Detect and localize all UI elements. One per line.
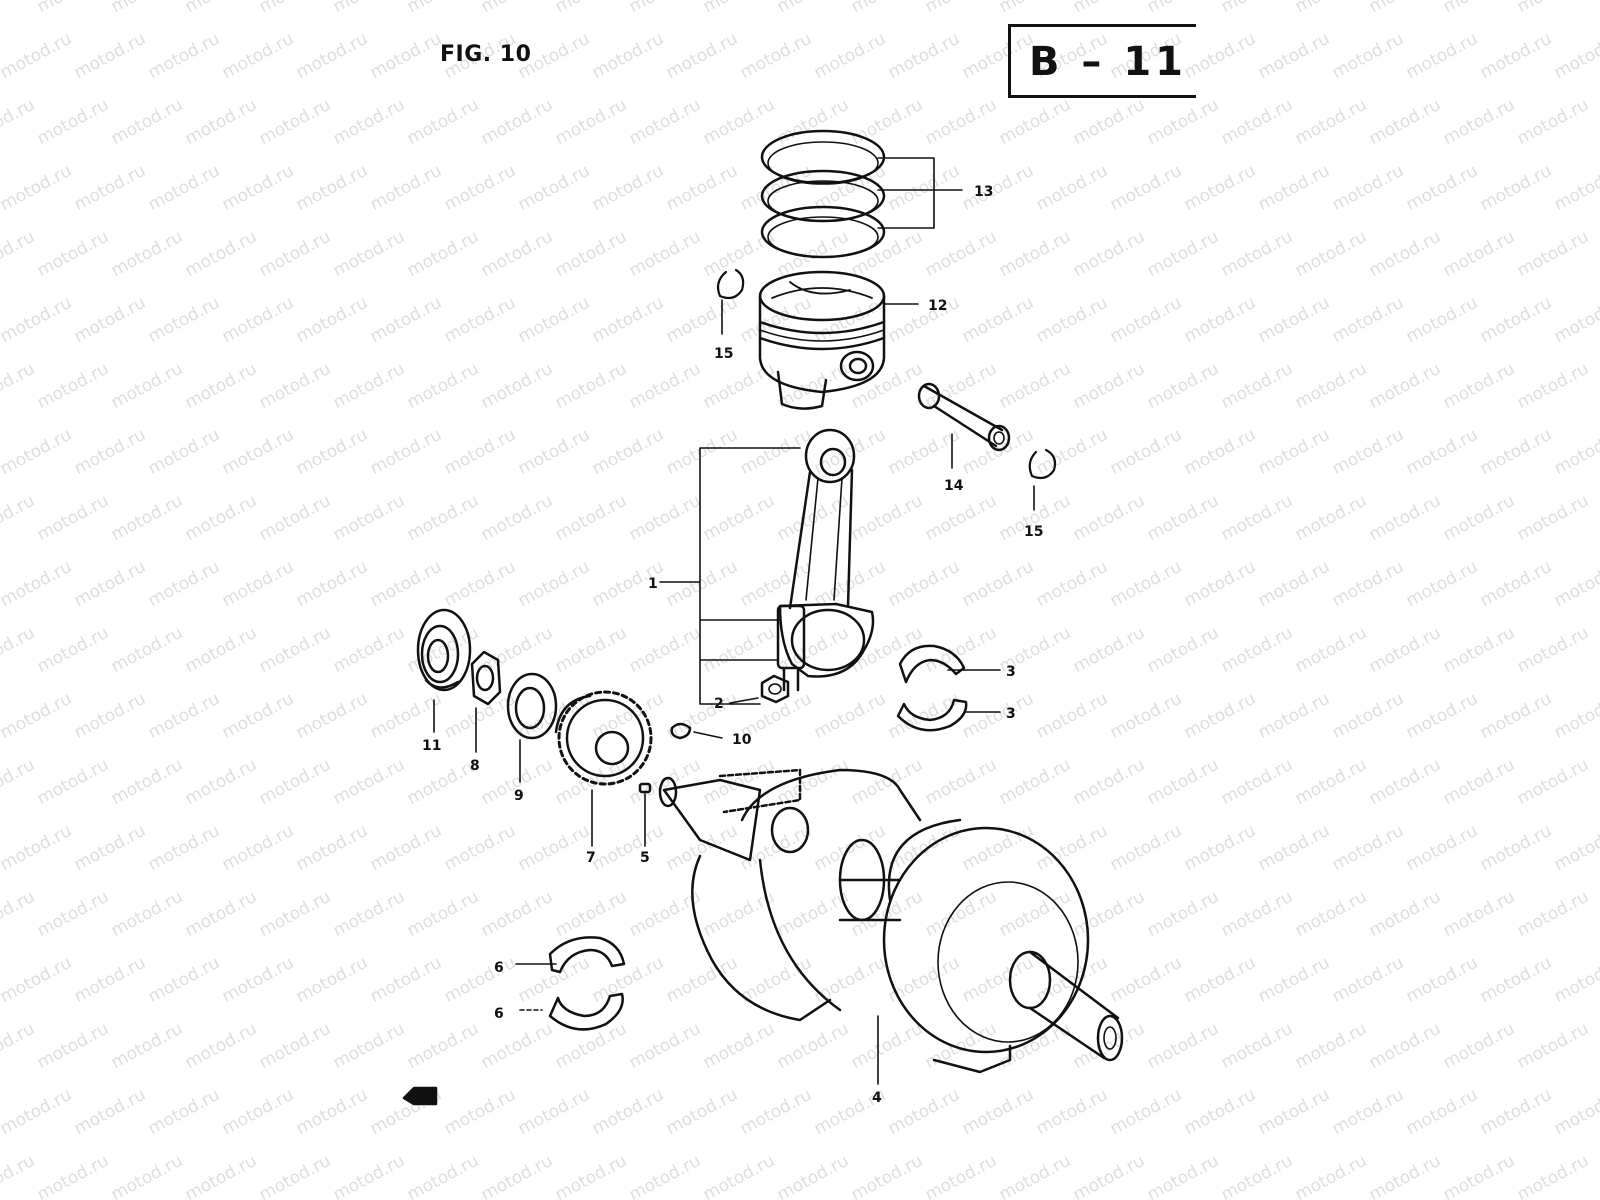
callout-1: 1 [648,576,658,592]
leader-lines [433,157,1035,1085]
callout-3-lower: 3 [1006,706,1016,722]
callout-5: 5 [640,850,650,866]
callout-15-lower: 15 [1024,524,1043,540]
callout-14: 14 [944,478,964,494]
callout-6-upper: 6 [494,960,504,976]
woodruff-key [670,722,692,740]
oil-seal [416,608,472,692]
piston-rings [760,129,886,259]
callout-8: 8 [470,758,480,774]
connecting-rod [776,428,875,692]
callout-12: 12 [928,298,947,314]
callout-7: 7 [586,850,596,866]
main-bearings [548,936,626,1031]
callout-10: 10 [732,732,752,748]
callout-9: 9 [514,788,524,804]
page-code-box: B – 11 [1008,24,1196,98]
circlip-upper [716,268,745,300]
conrod-bearings [896,644,968,732]
figure-label: FIG. 10 [440,42,532,67]
callout-3-upper: 3 [1006,664,1016,680]
crank-nut [470,650,502,706]
circlip-lower [1028,448,1057,480]
piston [758,270,886,410]
dowel-pin [638,782,652,794]
callout-numbers: 13 12 15 14 15 1 2 3 3 10 11 8 9 7 5 6 6… [422,184,1043,1106]
callout-6-lower: 6 [494,1006,504,1022]
callout-2: 2 [714,696,724,712]
primary-gear [554,690,653,786]
page-code: B – 11 [1029,39,1188,85]
washer [506,672,558,740]
front-arrow-icon [402,1086,438,1106]
callout-15-upper: 15 [714,346,733,362]
callout-13: 13 [974,184,993,200]
conrod-nut [760,674,790,704]
callout-11: 11 [422,738,441,754]
callout-4: 4 [872,1090,882,1106]
piston-pin [917,382,1011,452]
crankshaft [658,768,1124,1074]
